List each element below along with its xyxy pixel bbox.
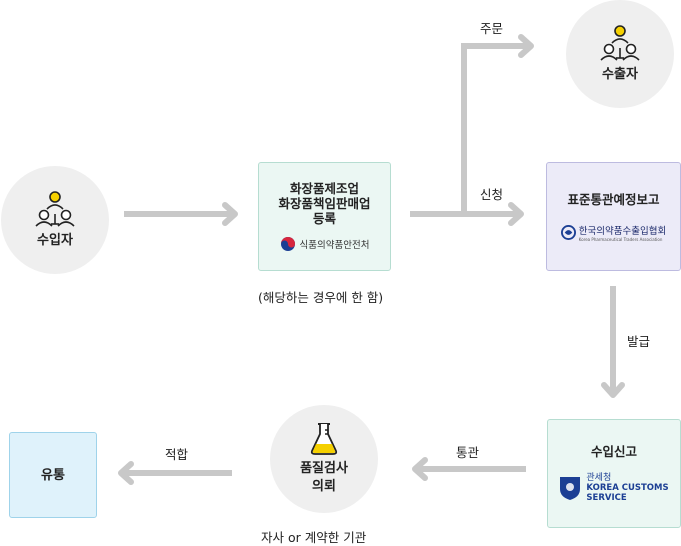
arrowhead-exporter	[518, 34, 534, 58]
importer-node: 수입자	[1, 166, 109, 274]
customs-shield-icon	[560, 477, 581, 500]
registration-node: 화장품제조업 화장품책임판매업 등록 식품의약품안전처	[258, 162, 391, 271]
declaration-label: 수입신고	[590, 444, 637, 459]
kpta-logo-subtext: Korea Pharmaceutical Traders Association	[578, 236, 663, 242]
kcs-small-text: 관세청	[586, 473, 612, 483]
exporter-label: 수출자	[602, 67, 638, 82]
kpta-logo-text: 한국의약품수출입협회	[578, 225, 667, 237]
arrow-branch-to-exporter	[461, 43, 528, 214]
inspection-line-1: 품질검사	[300, 461, 348, 476]
importer-label: 수입자	[37, 233, 73, 248]
kpta-emblem-icon	[560, 224, 576, 240]
kpta-logo: 한국의약품수출입협회 Korea Pharmaceutical Traders …	[560, 223, 667, 242]
arrowhead-inspection	[412, 457, 428, 481]
report-label: 표준통관예정보고	[567, 191, 660, 207]
arrowhead-registration	[222, 202, 238, 226]
inspection-note: 자사 or 계약한 기관	[261, 530, 367, 545]
edge-label-apply: 신청	[480, 187, 504, 202]
inspection-line-2: 의뢰	[312, 479, 336, 494]
inspection-node: 품질검사 의뢰	[270, 405, 378, 513]
people-icon	[600, 25, 640, 61]
arrowhead-distribution	[118, 461, 134, 485]
registration-line-3: 등록	[312, 211, 336, 226]
registration-line-2: 화장품책임판매업	[278, 196, 371, 211]
mfds-logo: 식품의약품안전처	[280, 236, 370, 252]
people-icon	[35, 191, 75, 227]
exporter-node: 수출자	[566, 0, 674, 108]
arrowhead-declaration	[601, 382, 625, 398]
kcs-line-2: SERVICE	[586, 493, 627, 503]
kcs-logo: 관세청 KOREA CUSTOMS SERVICE	[559, 473, 669, 503]
edge-label-order: 주문	[480, 21, 504, 36]
edge-label-pass: 적합	[165, 447, 189, 462]
taegeuk-icon	[280, 237, 295, 251]
registration-line-1: 화장품제조업	[289, 181, 359, 196]
edge-label-clearance: 통관	[456, 445, 480, 460]
distribution-label: 유통	[41, 467, 65, 483]
report-node: 표준통관예정보고 한국의약품수출입협회 Korea Pharmaceutical…	[546, 162, 681, 271]
mfds-logo-text: 식품의약품안전처	[299, 240, 370, 251]
declaration-node: 수입신고 관세청 KOREA CUSTOMS SERVICE	[547, 419, 681, 528]
distribution-node: 유통	[9, 432, 97, 518]
registration-note: (해당하는 경우에 한 함)	[258, 290, 384, 305]
kcs-line-1: KOREA CUSTOMS	[586, 483, 669, 493]
arrowhead-report	[508, 202, 524, 226]
edge-label-issue: 발급	[627, 334, 651, 349]
flask-icon	[310, 423, 338, 455]
